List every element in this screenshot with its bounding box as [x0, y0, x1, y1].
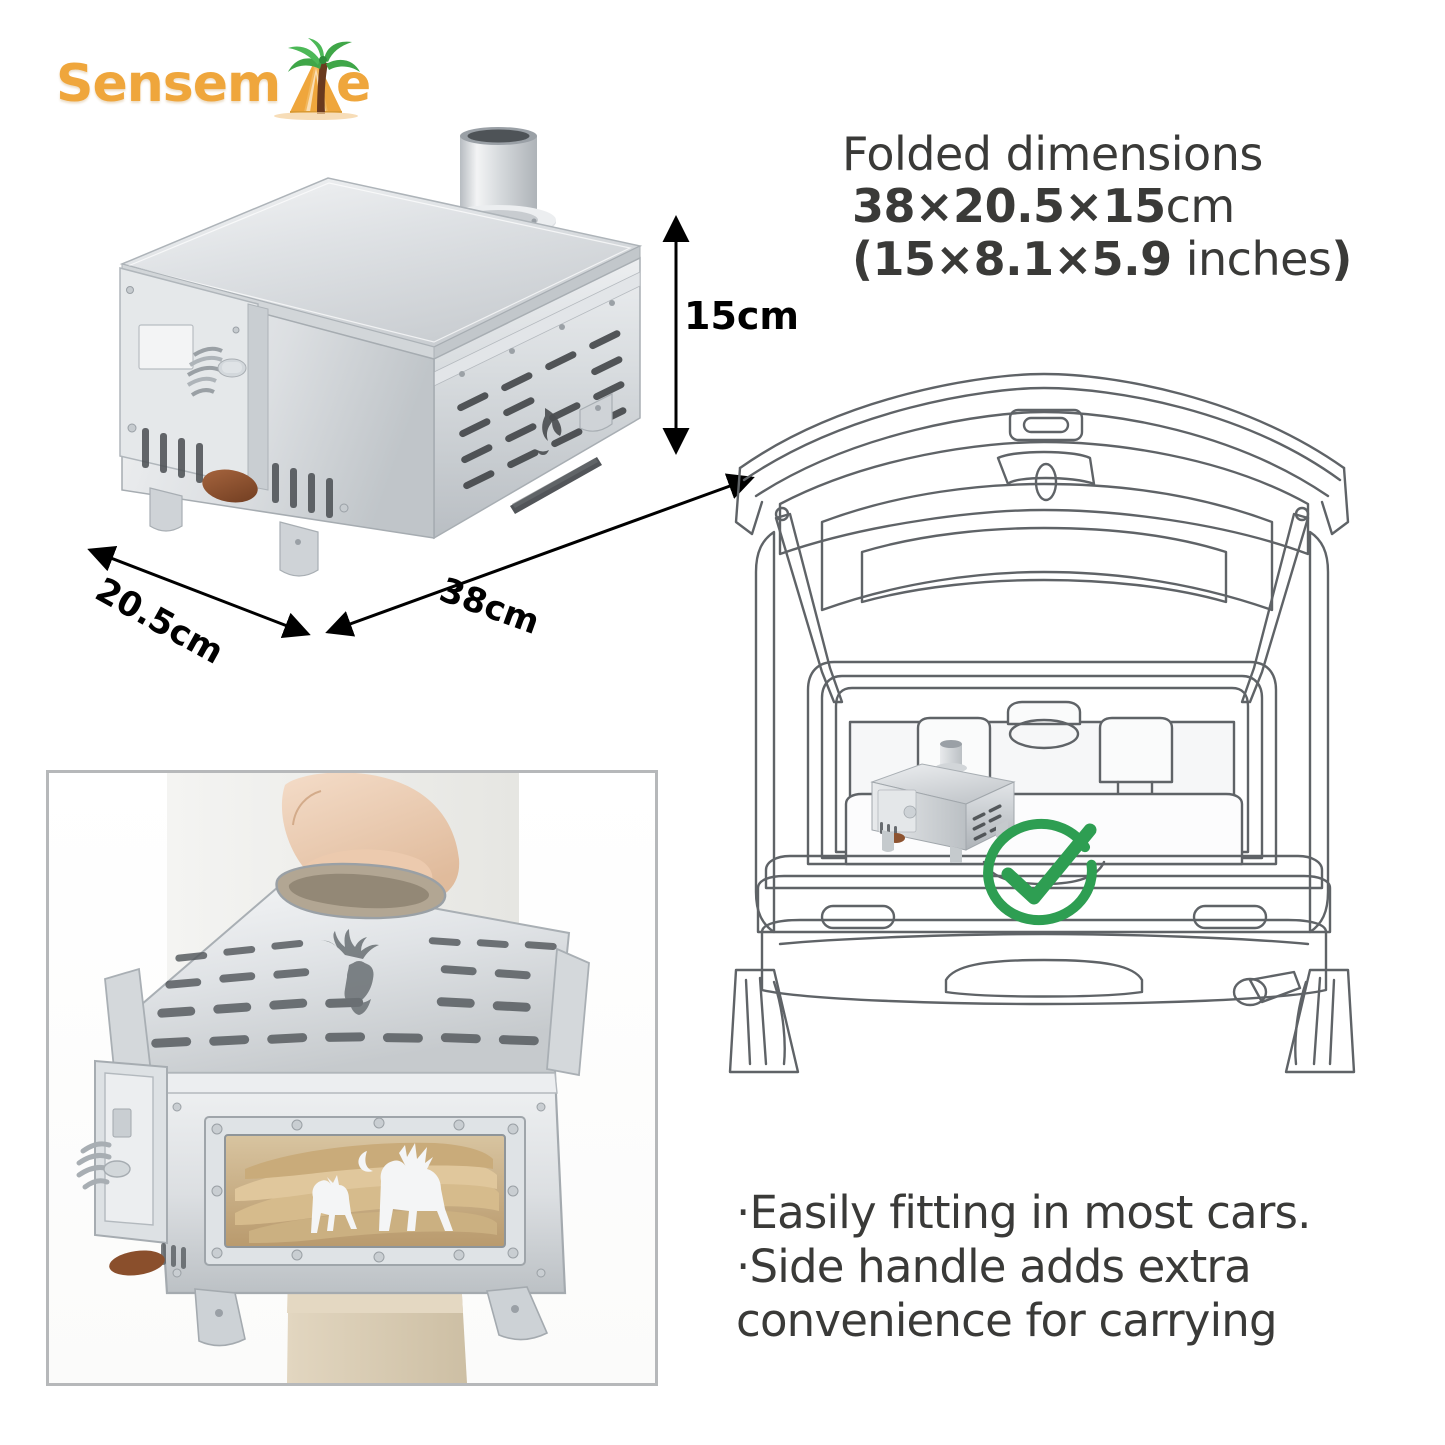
- imperial-close: ): [1331, 231, 1352, 286]
- stove-side-door: [119, 267, 435, 539]
- stove-body-front: [151, 1071, 567, 1295]
- tent-palm-logo-graphic: [274, 38, 360, 120]
- imperial-value: 15×8.1×5.9: [872, 231, 1173, 286]
- spring-handle-icon: [186, 346, 247, 397]
- stove-top-panel: [119, 177, 643, 360]
- imperial-open: (: [852, 231, 873, 286]
- palm-tree-icon: [288, 38, 360, 114]
- metric-value: 38×20.5×15: [852, 179, 1166, 234]
- stove-top-lid: [104, 862, 590, 1081]
- feature-bullet-2-line-2: convenience for carrying: [736, 1294, 1278, 1347]
- wheels: [728, 968, 1356, 1074]
- feature-bullet-1: ·Easily fitting in most cars.: [736, 1186, 1311, 1239]
- hero-stove-photo: [119, 127, 643, 577]
- elk-head-logo-icon: [321, 929, 379, 1015]
- trunk-stove-chimney-icon: [935, 740, 967, 773]
- rear-bumper: [756, 854, 1332, 1007]
- stove-legs: [194, 1286, 549, 1347]
- brand-name-suffix: e: [336, 54, 372, 114]
- folded-dimensions-block: Folded dimensions 38×20.5×15cm (15×8.1×5…: [842, 127, 1402, 286]
- dimension-height-label: 15cm: [684, 294, 800, 338]
- flame-logo-icon: [537, 408, 562, 455]
- imperial-unit: inches: [1171, 231, 1332, 286]
- folded-dimensions-title: Folded dimensions: [842, 127, 1263, 181]
- folded-dimensions-metric: 38×20.5×15cm: [842, 180, 1402, 232]
- hatch-struts: [774, 506, 1310, 704]
- wood-knob-icon: [202, 469, 258, 503]
- green-check-mark-icon: [983, 818, 1097, 926]
- feature-bullet-2-line-1: ·Side handle adds extra: [736, 1240, 1252, 1293]
- feature-bullets: ·Easily fitting in most cars. ·Side hand…: [736, 1186, 1356, 1348]
- framed-carry-photo: [46, 770, 658, 1386]
- deer-silhouette-cutouts: [311, 1143, 453, 1233]
- hand-carrying-stove-illustration: [49, 773, 655, 1383]
- trunk-stove-photo: [870, 740, 1016, 863]
- metric-unit: cm: [1165, 179, 1236, 234]
- brand-name-text: Sensem: [56, 54, 281, 114]
- wood-knob-icon: [109, 1250, 165, 1276]
- spring-handle-icon: [76, 1141, 112, 1190]
- brand-logo: Sensem e: [56, 38, 371, 122]
- tailgate-open: [734, 372, 1350, 612]
- folded-dimensions-imperial: (15×8.1×5.9 inches): [842, 233, 1402, 285]
- side-door-assembly: [76, 1059, 186, 1276]
- cargo-area: [844, 700, 1244, 866]
- suv-open-trunk-illustration: [728, 372, 1356, 1074]
